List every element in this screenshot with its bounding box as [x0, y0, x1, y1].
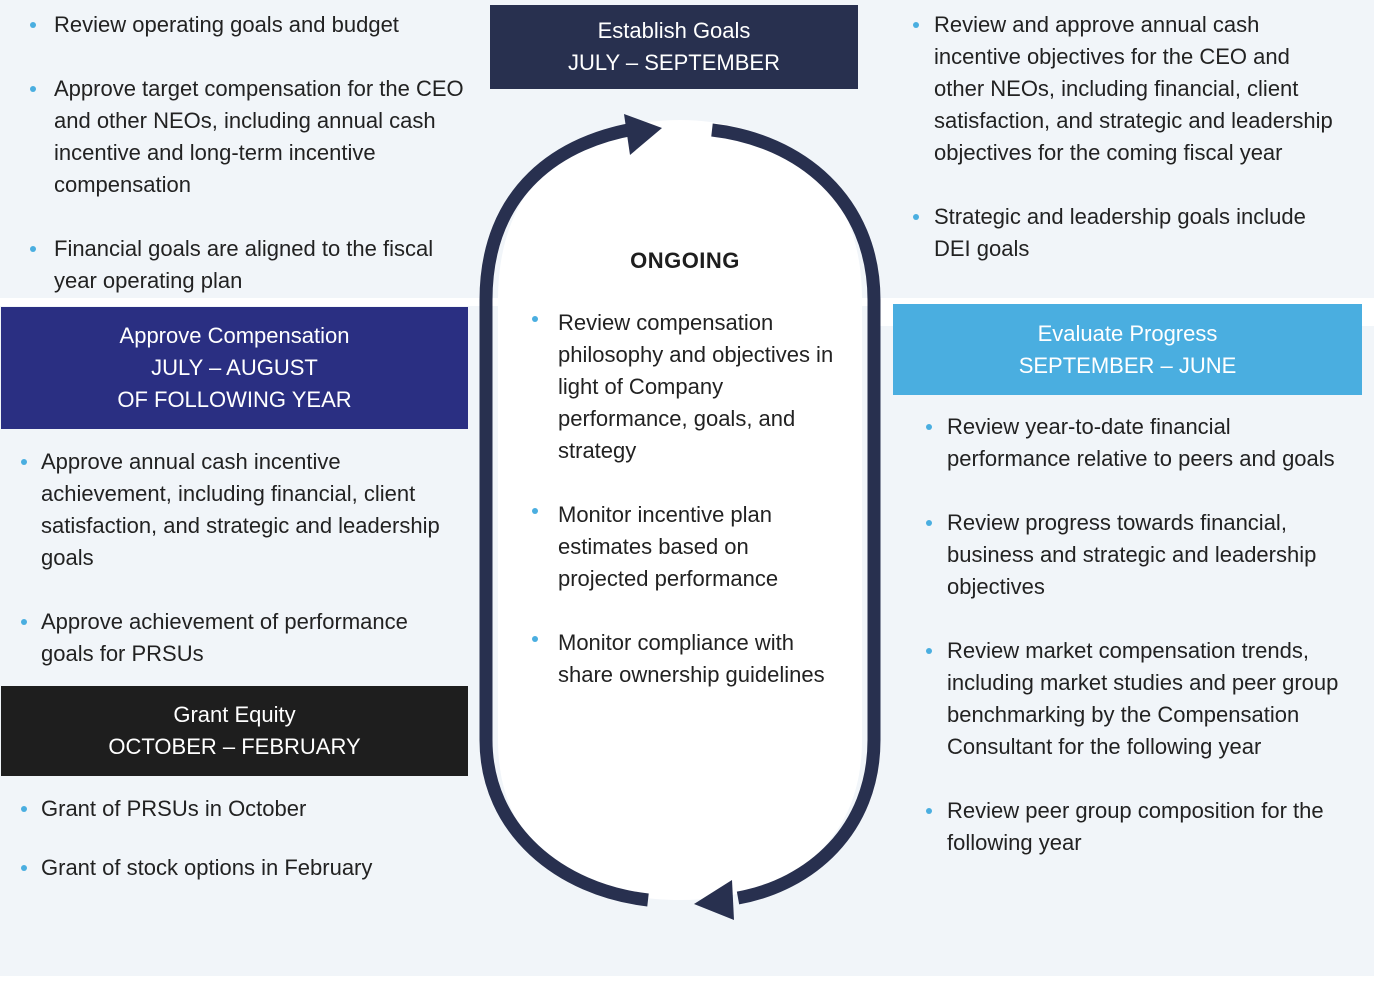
- establish-goals-header: Establish Goals JULY – SEPTEMBER: [490, 5, 858, 89]
- bullet-icon: [926, 648, 932, 654]
- bullet-icon: [532, 636, 538, 642]
- approve-compensation-header: Approve Compensation JULY – AUGUST OF FO…: [1, 307, 468, 429]
- list-item: Approve target compensation for the CEO …: [30, 73, 469, 201]
- bullet-icon: [913, 22, 919, 28]
- grant-equity-header: Grant Equity OCTOBER – FEBRUARY: [1, 686, 468, 776]
- list-item: Review and approve annual cash incentive…: [913, 9, 1344, 169]
- list-item: Grant of PRSUs in October: [21, 793, 461, 825]
- list-item: Review year-to-date financial performanc…: [926, 411, 1347, 475]
- list-item: Financial goals are aligned to the fisca…: [30, 233, 469, 297]
- list-item: Grant of stock options in February: [21, 852, 461, 884]
- ongoing-list: Review compensation philosophy and objec…: [532, 307, 843, 691]
- bullet-icon: [21, 865, 27, 871]
- capsule-fill: [498, 120, 862, 900]
- list-item: Monitor incentive plan estimates based o…: [532, 499, 843, 595]
- approve-compensation-title: Approve Compensation: [119, 323, 350, 348]
- cycle-left-arc: [479, 121, 649, 907]
- list-item: Strategic and leadership goals include D…: [913, 201, 1344, 265]
- approve-compensation-period-line2: OF FOLLOWING YEAR: [117, 387, 352, 412]
- list-item: Review peer group composition for the fo…: [926, 795, 1347, 859]
- bullet-icon: [926, 424, 932, 430]
- list-item: Review market compensation trends, inclu…: [926, 635, 1347, 763]
- bottom-arrowhead-icon: [694, 880, 734, 920]
- grant-equity-title: Grant Equity: [173, 702, 296, 727]
- top-arrowhead-icon: [624, 114, 662, 155]
- right-lower-panel-bg: [880, 326, 1374, 976]
- bullet-icon: [532, 508, 538, 514]
- establish-goals-title: Establish Goals: [597, 18, 751, 43]
- establish-goals-right-list: Review and approve annual cash incentive…: [913, 9, 1344, 265]
- grant-equity-period: OCTOBER – FEBRUARY: [108, 734, 361, 759]
- list-item: Approve annual cash incentive achievemen…: [21, 446, 461, 574]
- list-item: Review operating goals and budget: [30, 9, 469, 41]
- cycle-right-arc: [711, 123, 881, 905]
- bullet-icon: [30, 22, 36, 28]
- establish-goals-left-list: Review operating goals and budget Approv…: [30, 9, 469, 297]
- ongoing-title: ONGOING: [630, 248, 740, 273]
- approve-compensation-period-line1: JULY – AUGUST: [151, 355, 318, 380]
- evaluate-progress-list: Review year-to-date financial performanc…: [926, 411, 1347, 859]
- evaluate-progress-title: Evaluate Progress: [1037, 320, 1218, 346]
- bullet-icon: [21, 619, 27, 625]
- evaluate-progress-header: Evaluate Progress SEPTEMBER – JUNE: [893, 304, 1362, 395]
- bullet-icon: [30, 246, 36, 252]
- bullet-icon: [926, 520, 932, 526]
- bullet-icon: [532, 316, 538, 322]
- bullet-icon: [21, 459, 27, 465]
- list-item: Review progress towards financial, busin…: [926, 507, 1347, 603]
- list-item: Monitor compliance with share ownership …: [532, 627, 843, 691]
- list-item: Approve achievement of performance goals…: [21, 606, 461, 670]
- approve-compensation-list: Approve annual cash incentive achievemen…: [21, 446, 461, 670]
- establish-goals-period: JULY – SEPTEMBER: [568, 50, 780, 75]
- evaluate-progress-period: SEPTEMBER – JUNE: [1018, 352, 1237, 378]
- list-item: Review compensation philosophy and objec…: [532, 307, 843, 467]
- bullet-icon: [913, 214, 919, 220]
- bullet-icon: [926, 808, 932, 814]
- bullet-icon: [30, 86, 36, 92]
- grant-equity-list: Grant of PRSUs in October Grant of stock…: [21, 793, 461, 884]
- bullet-icon: [21, 806, 27, 812]
